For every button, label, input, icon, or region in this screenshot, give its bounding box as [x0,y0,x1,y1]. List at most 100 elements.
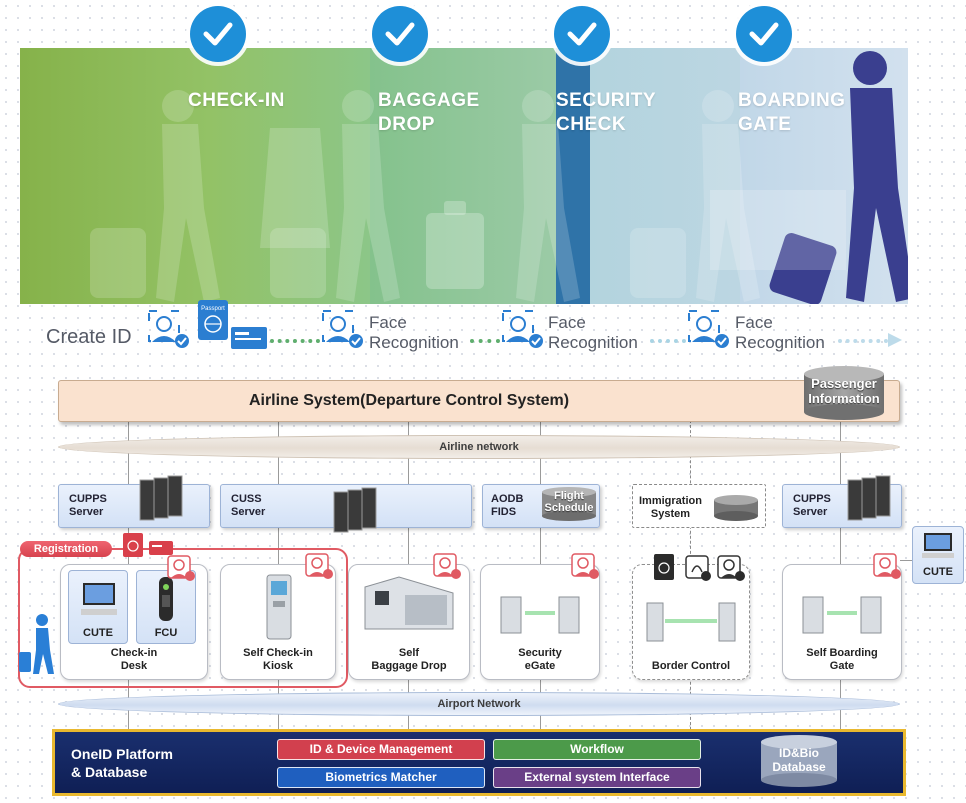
cute-label: CUTE [923,566,953,578]
svg-text:Passport: Passport [201,306,225,312]
stage-baggage: BAGGAGE DROP [378,90,480,135]
boarding-pass-icon [231,327,267,349]
computer-icon [922,533,954,558]
face-icon [433,553,461,579]
face-recognition-label: Face Recognition [369,313,459,352]
passport-icon: Passport [198,300,228,340]
workflow-module: Workflow [493,739,701,760]
face-icon [873,553,901,579]
boarding-gate-box [710,190,846,270]
border-control-label: Border Control [651,660,731,672]
border-gate-icon [646,602,736,642]
boarding-traveler [846,51,908,302]
security-divider [556,48,590,304]
kiosk-shape [260,128,330,248]
traveler-silhouettes [90,51,908,304]
security-egate-label: Security eGate [518,647,562,672]
arrow-right-icon [888,333,902,347]
server-rack-icon [333,487,377,533]
flow-line [838,339,888,343]
check-icon [372,6,428,62]
passenger-info-database-icon [804,366,884,420]
passenger-info-label: Passenger Information [808,376,880,406]
immigration-system-label: Immigration System [639,495,702,520]
flight-schedule-label: Flight Schedule [544,490,594,514]
checkin-desk-label: Check-in Desk [110,647,158,672]
face-icon [305,553,333,579]
security-egate-card: Security eGate [480,564,600,680]
stage-security: SECURITY CHECK [556,90,657,135]
face-icon [717,555,745,581]
check-icon [554,6,610,62]
fingerprint-icon [685,555,711,581]
checkin-segment-2 [210,48,370,304]
traveler-1 [90,90,220,302]
cute-device: CUTE [68,570,128,644]
self-checkin-card: Self Check-in Kiosk [220,564,336,680]
cute-label: CUTE [83,627,113,639]
face-icon [322,310,363,348]
check-icon [190,6,246,62]
boarding-suitcase [769,232,837,304]
biometrics-matcher-module: Biometrics Matcher [277,767,485,788]
fcu-device: FCU [136,570,196,644]
immigration-database-icon [714,495,758,521]
border-control-card: Border Control [632,564,750,680]
self-boarding-card: Self Boarding Gate [782,564,902,680]
face-icon [148,310,189,348]
stage-boarding: BOARDING GATE [738,90,846,135]
passport-icon [654,554,674,580]
card-icon [149,541,173,555]
security-segment [590,48,740,304]
traveler-4 [630,90,760,302]
server-rack-icon [139,475,183,521]
checkin-segment [20,48,210,304]
airline-network: Airline network [58,435,900,459]
suitcase-shape [426,201,484,289]
flight-schedule-database-icon [542,487,596,521]
check-icon [736,6,792,62]
boarding-gate-icon [802,596,882,634]
stage-checkin: CHECK-IN [188,90,285,111]
flow-line [270,339,320,343]
cupps-server-label: CUPPS Server [69,493,107,518]
cupps-server-left: CUPPS Server [58,484,210,528]
face-recognition-label: Face Recognition [548,313,638,352]
face-icon [502,310,543,348]
traveler-icon [19,614,54,674]
cuss-server-label: CUSS Server [231,493,266,518]
egate-icon [500,596,580,634]
id-bio-database-icon [761,735,837,787]
fcu-label: FCU [154,627,178,639]
self-checkin-label: Self Check-in Kiosk [243,647,313,672]
aodb-fids-label: AODB FIDS [491,493,524,518]
registration-frame [18,548,348,688]
flow-line [470,339,500,343]
face-capture-unit-icon [159,577,173,621]
self-baggage-card: Self Baggage Drop [348,564,470,680]
kiosk-icon [266,574,292,640]
flow-line [650,339,686,343]
external-interface-module: External system Interface [493,767,701,788]
computer-icon [81,583,117,615]
baggage-segment [370,48,556,304]
traveler-3 [516,90,580,302]
platform-title: OneID Platform & Database [71,746,173,780]
cupps-server-label: CUPPS Server [793,493,831,518]
face-icon [167,555,195,581]
baggage-drop-icon [364,576,454,630]
face-icon [571,553,599,579]
traveler-2 [270,90,400,302]
airline-system-box: Airline System(Departure Control System) [58,380,900,422]
cute-device-right: CUTE [912,526,964,584]
face-icon [688,310,729,348]
create-id-label: Create ID [46,326,132,348]
id-device-management-module: ID & Device Management [277,739,485,760]
airline-system-title: Airline System(Departure Control System) [248,392,570,409]
self-boarding-label: Self Boarding Gate [806,647,878,672]
connector-line [900,560,912,561]
self-baggage-label: Self Baggage Drop [371,647,447,672]
server-rack-icon [847,475,891,521]
passport-icon [123,533,143,557]
face-recognition-label: Face Recognition [735,313,825,352]
